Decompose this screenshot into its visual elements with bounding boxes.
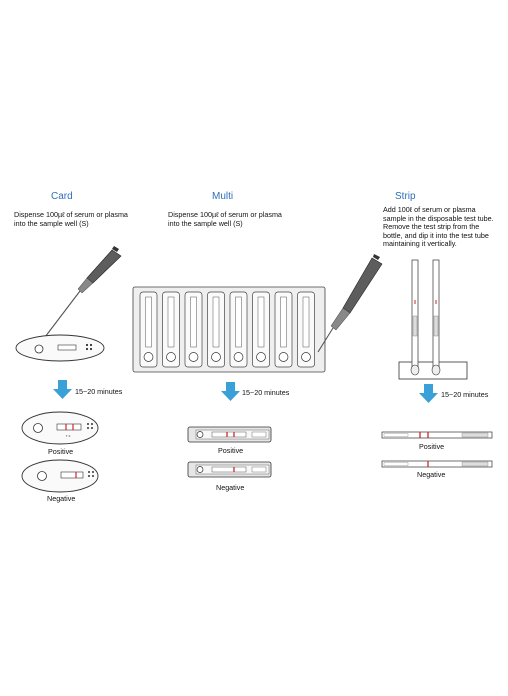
multi-instruction: Dispense 100µℓ of serum or plasma into t… [168,210,282,228]
multi-well-slot [252,291,270,368]
strip-time-label: 15~20 minutes [441,390,489,399]
multi-well-slot [184,291,203,368]
card-pipette-icon [41,246,122,342]
svg-text:ᴛ ᴄ: ᴛ ᴄ [66,434,71,438]
strip-tube-stand-icon [398,259,468,380]
strip-instruction-line-3: Remove the test strip from the [383,222,480,232]
card-positive-label: Positive [48,447,74,456]
multi-title: Multi [212,191,234,202]
strip-down-arrow-icon [419,384,438,403]
strip-positive-icon [381,431,493,439]
multi-positive-label: Positive [218,446,244,455]
strip-instruction-line-1: Add 100ℓ of serum or plasma [383,205,476,214]
card-title: Card [51,191,73,202]
multi-time-label: 15~20 minutes [242,388,290,397]
multi-negative-label: Negative [216,483,245,492]
multi-well-slot [229,291,248,368]
strip-positive-label: Positive [419,442,445,451]
multi-negative-icon [187,461,272,478]
multi-well-slot [274,291,293,368]
strip-instruction-line-5: maintaining it vertically. [383,239,457,249]
multi-positive-icon [187,426,272,443]
strip-negative-icon [381,460,493,468]
multi-instruction-line-2: into the sample well (S) [168,218,243,228]
strip-instruction-line-4: bottle, and dip it into the test tube [383,230,489,240]
multi-well-slot [207,291,225,368]
strip-negative-label: Negative [417,470,446,479]
card-negative-icon [21,459,99,493]
card-positive-icon: ᴛ ᴄ [21,411,99,445]
card-instruction-line-1: Dispense 100µℓ of serum or plasma [14,210,128,219]
multi-instruction-line-1: Dispense 100µℓ of serum or plasma [168,210,282,219]
card-negative-label: Negative [47,494,76,503]
strip-instruction: Add 100ℓ of serum or plasma sample in th… [383,205,494,249]
multi-device-icon [132,286,326,373]
strip-title: Strip [395,191,416,202]
multi-well-slot [139,291,158,368]
strip-pipette-icon [317,254,383,353]
strip-instruction-line-2: sample in the disposable test tube. [383,213,494,223]
multi-well-slot [297,291,315,368]
multi-down-arrow-icon [221,382,240,401]
card-instruction: Dispense 100µℓ of serum or plasma into t… [14,210,128,228]
card-time-label: 15~20 minutes [75,387,123,396]
card-device-icon [15,334,105,362]
card-down-arrow-icon [53,380,72,399]
card-instruction-line-2: into the sample well (S) [14,218,89,228]
multi-well-slot [162,291,180,368]
